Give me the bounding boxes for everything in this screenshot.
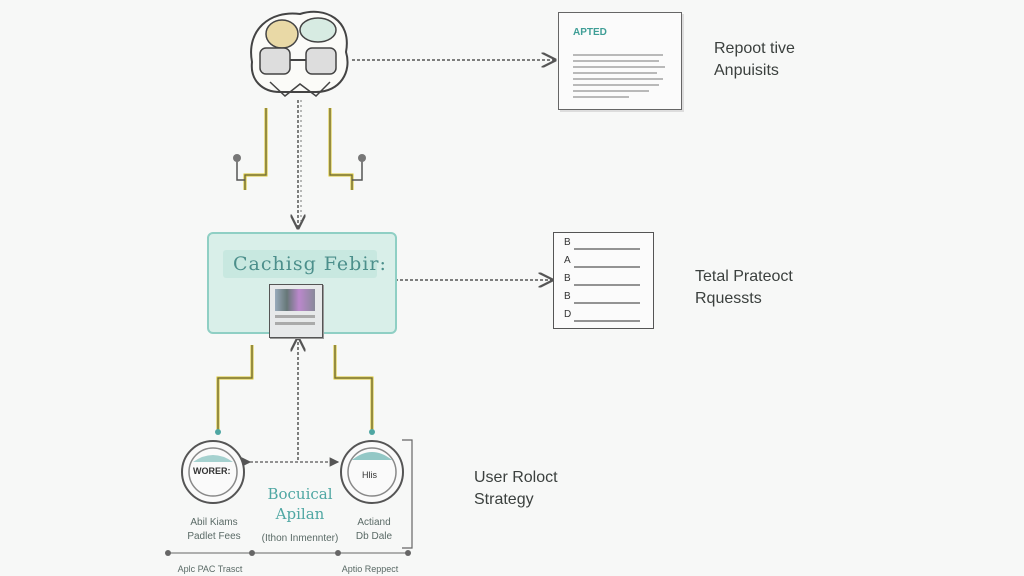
footer-left-label: Aplc PAC Trasct (177, 564, 243, 574)
checklist-lines (574, 248, 640, 322)
left-caption: Abil Kiams Padlet Fees (176, 516, 252, 544)
bottom-side-label-line2: Strategy (474, 491, 534, 508)
top-right-label-line1: Repoot tive (714, 40, 795, 57)
bottom-side-label: User Roloct Strategy (474, 467, 558, 511)
wire-right-lower (333, 345, 375, 435)
engine-icon (250, 10, 349, 97)
left-badge-icon (181, 440, 245, 504)
middle-right-label-line1: Tetal Prateoct (695, 268, 793, 285)
left-badge-text: WORER: (193, 466, 231, 476)
check-item: B (564, 273, 571, 284)
report-document: APTED (558, 12, 682, 110)
right-badge-text: Hlis (362, 470, 377, 480)
cache-storage-icon (269, 284, 323, 338)
right-caption-line1: Actiand (357, 517, 391, 528)
bottom-center-subtitle: (Ithon Inmennter) (261, 533, 339, 544)
bottom-center-title-line2: Apilan (275, 505, 325, 523)
check-item: B (564, 237, 571, 248)
left-caption-line1: Abil Kiams (190, 517, 238, 528)
document-title: APTED (573, 27, 607, 38)
check-item: D (564, 309, 572, 320)
document-lines (573, 54, 665, 98)
cache-title-panel (223, 250, 377, 278)
cache-title: Cachisg Febir: (233, 253, 387, 275)
right-badge-icon (340, 440, 404, 504)
right-caption: Actiand Db Dale (336, 516, 412, 544)
footer-right-label: Aptio Reppect (341, 564, 399, 574)
wire-left-lower (215, 345, 254, 435)
cache-box[interactable]: Cachisg Febir: (207, 232, 397, 338)
left-caption-line2: Padlet Fees (187, 531, 241, 542)
middle-right-label-line2: Rquessts (695, 290, 762, 307)
top-right-label-line2: Anpuisits (714, 62, 779, 79)
checklist-box: B A B B D (553, 232, 654, 329)
check-item: A (564, 255, 571, 266)
right-caption-line2: Db Dale (355, 531, 393, 542)
wire-right-upper (328, 108, 366, 190)
bottom-side-label-line1: User Roloct (474, 469, 558, 486)
check-item: B (564, 291, 571, 302)
bottom-center-title-line1: Bocuical (267, 485, 333, 503)
top-right-label: Repoot tive Anpuisits (714, 38, 795, 82)
middle-right-label: Tetal Prateoct Rquessts (695, 266, 793, 310)
bottom-center-title: Bocuical Apilan (262, 484, 338, 524)
wire-left-upper (233, 108, 268, 190)
